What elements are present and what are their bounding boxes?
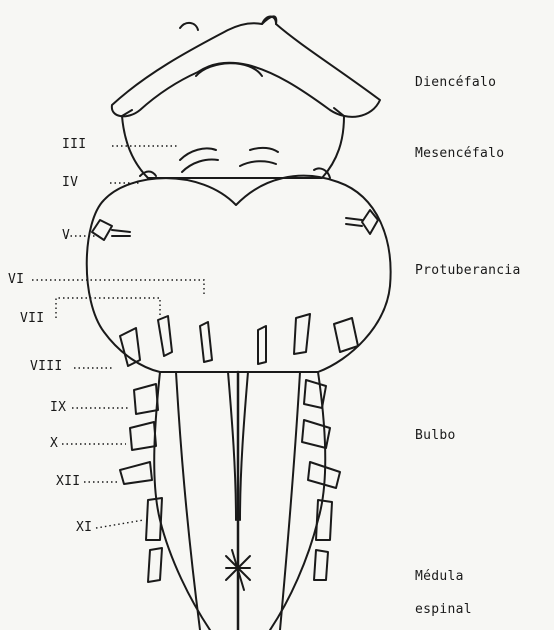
label-protuberancia: Protuberancia <box>415 264 521 278</box>
nerve-vi-right <box>258 326 266 364</box>
nerve-xi-right-b <box>314 550 328 580</box>
label-nerve-x: X <box>50 437 58 451</box>
nerve-v-left <box>92 220 112 240</box>
label-medula-line2: espinal <box>415 603 472 617</box>
label-nerve-iii: III <box>62 138 86 152</box>
nerve-vi-left <box>158 316 172 356</box>
diencephalon-outline <box>112 16 380 116</box>
nerve-iii-left <box>180 148 216 160</box>
nerve-vii-right <box>294 314 310 354</box>
nerve-v-left-root <box>112 230 130 236</box>
label-diencefalo: Diencéfalo <box>415 76 496 90</box>
pons-outline <box>87 176 391 372</box>
label-nerve-viii: VIII <box>30 360 63 374</box>
label-bulbo: Bulbo <box>415 429 456 443</box>
nerve-iii-left-b <box>182 160 218 173</box>
nerve-xii-left <box>120 462 152 484</box>
leader-xi <box>96 520 144 528</box>
nerve-ix-left <box>134 384 158 414</box>
label-nerve-v: V <box>62 229 70 243</box>
label-mesencefalo: Mesencéfalo <box>415 147 504 161</box>
nerve-ix-right <box>304 380 326 408</box>
nerve-viii-right <box>334 318 358 352</box>
nerve-viii-left <box>200 322 212 362</box>
label-nerve-ix: IX <box>50 401 66 415</box>
label-nerve-xi: XI <box>76 521 92 535</box>
label-medula-line1: Médula <box>415 570 464 584</box>
leader-vi <box>32 280 204 296</box>
nerve-xi-left-b <box>148 548 162 582</box>
mesencephalon-outline <box>122 116 344 178</box>
label-nerve-xii: XII <box>56 475 80 489</box>
nerve-v-right-root <box>346 218 362 226</box>
nerve-x-left <box>130 422 156 450</box>
medulla-inner-right <box>280 372 300 630</box>
nerve-vii-left <box>120 328 140 366</box>
label-nerve-vii: VII <box>20 312 44 326</box>
diencephalon-horn-left <box>180 23 198 30</box>
nerve-iii-right <box>250 148 278 152</box>
label-nerve-vi: VI <box>8 273 24 287</box>
nerve-iii-right-b <box>240 161 276 166</box>
leader-vii <box>56 298 160 318</box>
label-nerve-iv: IV <box>62 176 78 190</box>
